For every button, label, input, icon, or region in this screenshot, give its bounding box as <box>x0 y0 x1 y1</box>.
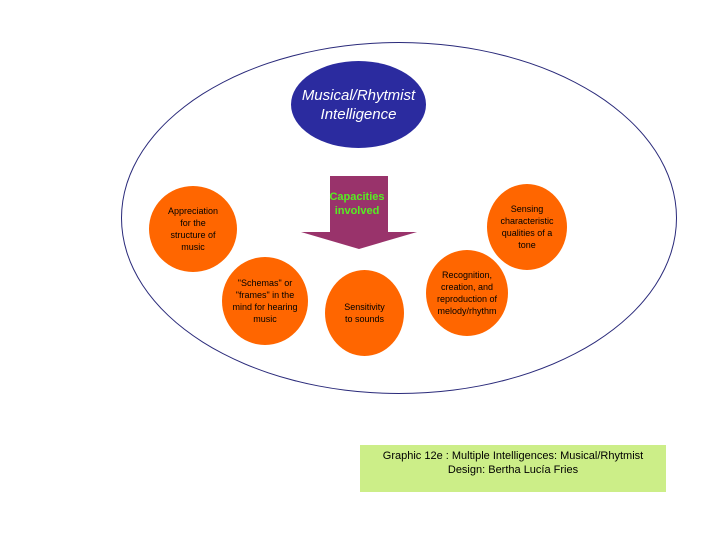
capacity-node-label: Recognition, creation, and reproduction … <box>436 270 498 316</box>
arrow-label: Capacities involved <box>329 191 385 217</box>
outer-ellipse <box>121 42 677 394</box>
diagram-title: Musical/Rhytmist Intelligence <box>301 86 416 123</box>
down-arrow-shape <box>301 176 417 249</box>
capacity-node-schemas: "Schemas" or "frames" in the mind for he… <box>222 257 308 345</box>
capacity-node-label: Sensitivity to sounds <box>344 302 385 324</box>
capacity-node-recognition: Recognition, creation, and reproduction … <box>426 250 508 336</box>
capacity-node-sensing: Sensing characteristic qualities of a to… <box>487 184 567 270</box>
title-ellipse: Musical/Rhytmist Intelligence <box>291 61 426 148</box>
caption-line-design: Design: Bertha Lucía Fries <box>447 464 579 476</box>
caption-line-graphic: Graphic 12e : Multiple Intelligences: Mu… <box>382 450 644 462</box>
capacity-node-sensitivity: Sensitivity to sounds <box>325 270 404 356</box>
caption-box: Graphic 12e : Multiple Intelligences: Mu… <box>360 445 666 492</box>
capacity-node-appreciation: Appreciation for the structure of music <box>149 186 237 272</box>
capacity-node-label: "Schemas" or "frames" in the mind for he… <box>232 278 298 324</box>
capacity-node-label: Sensing characteristic qualities of a to… <box>500 204 554 250</box>
capacity-node-label: Appreciation for the structure of music <box>167 206 219 252</box>
